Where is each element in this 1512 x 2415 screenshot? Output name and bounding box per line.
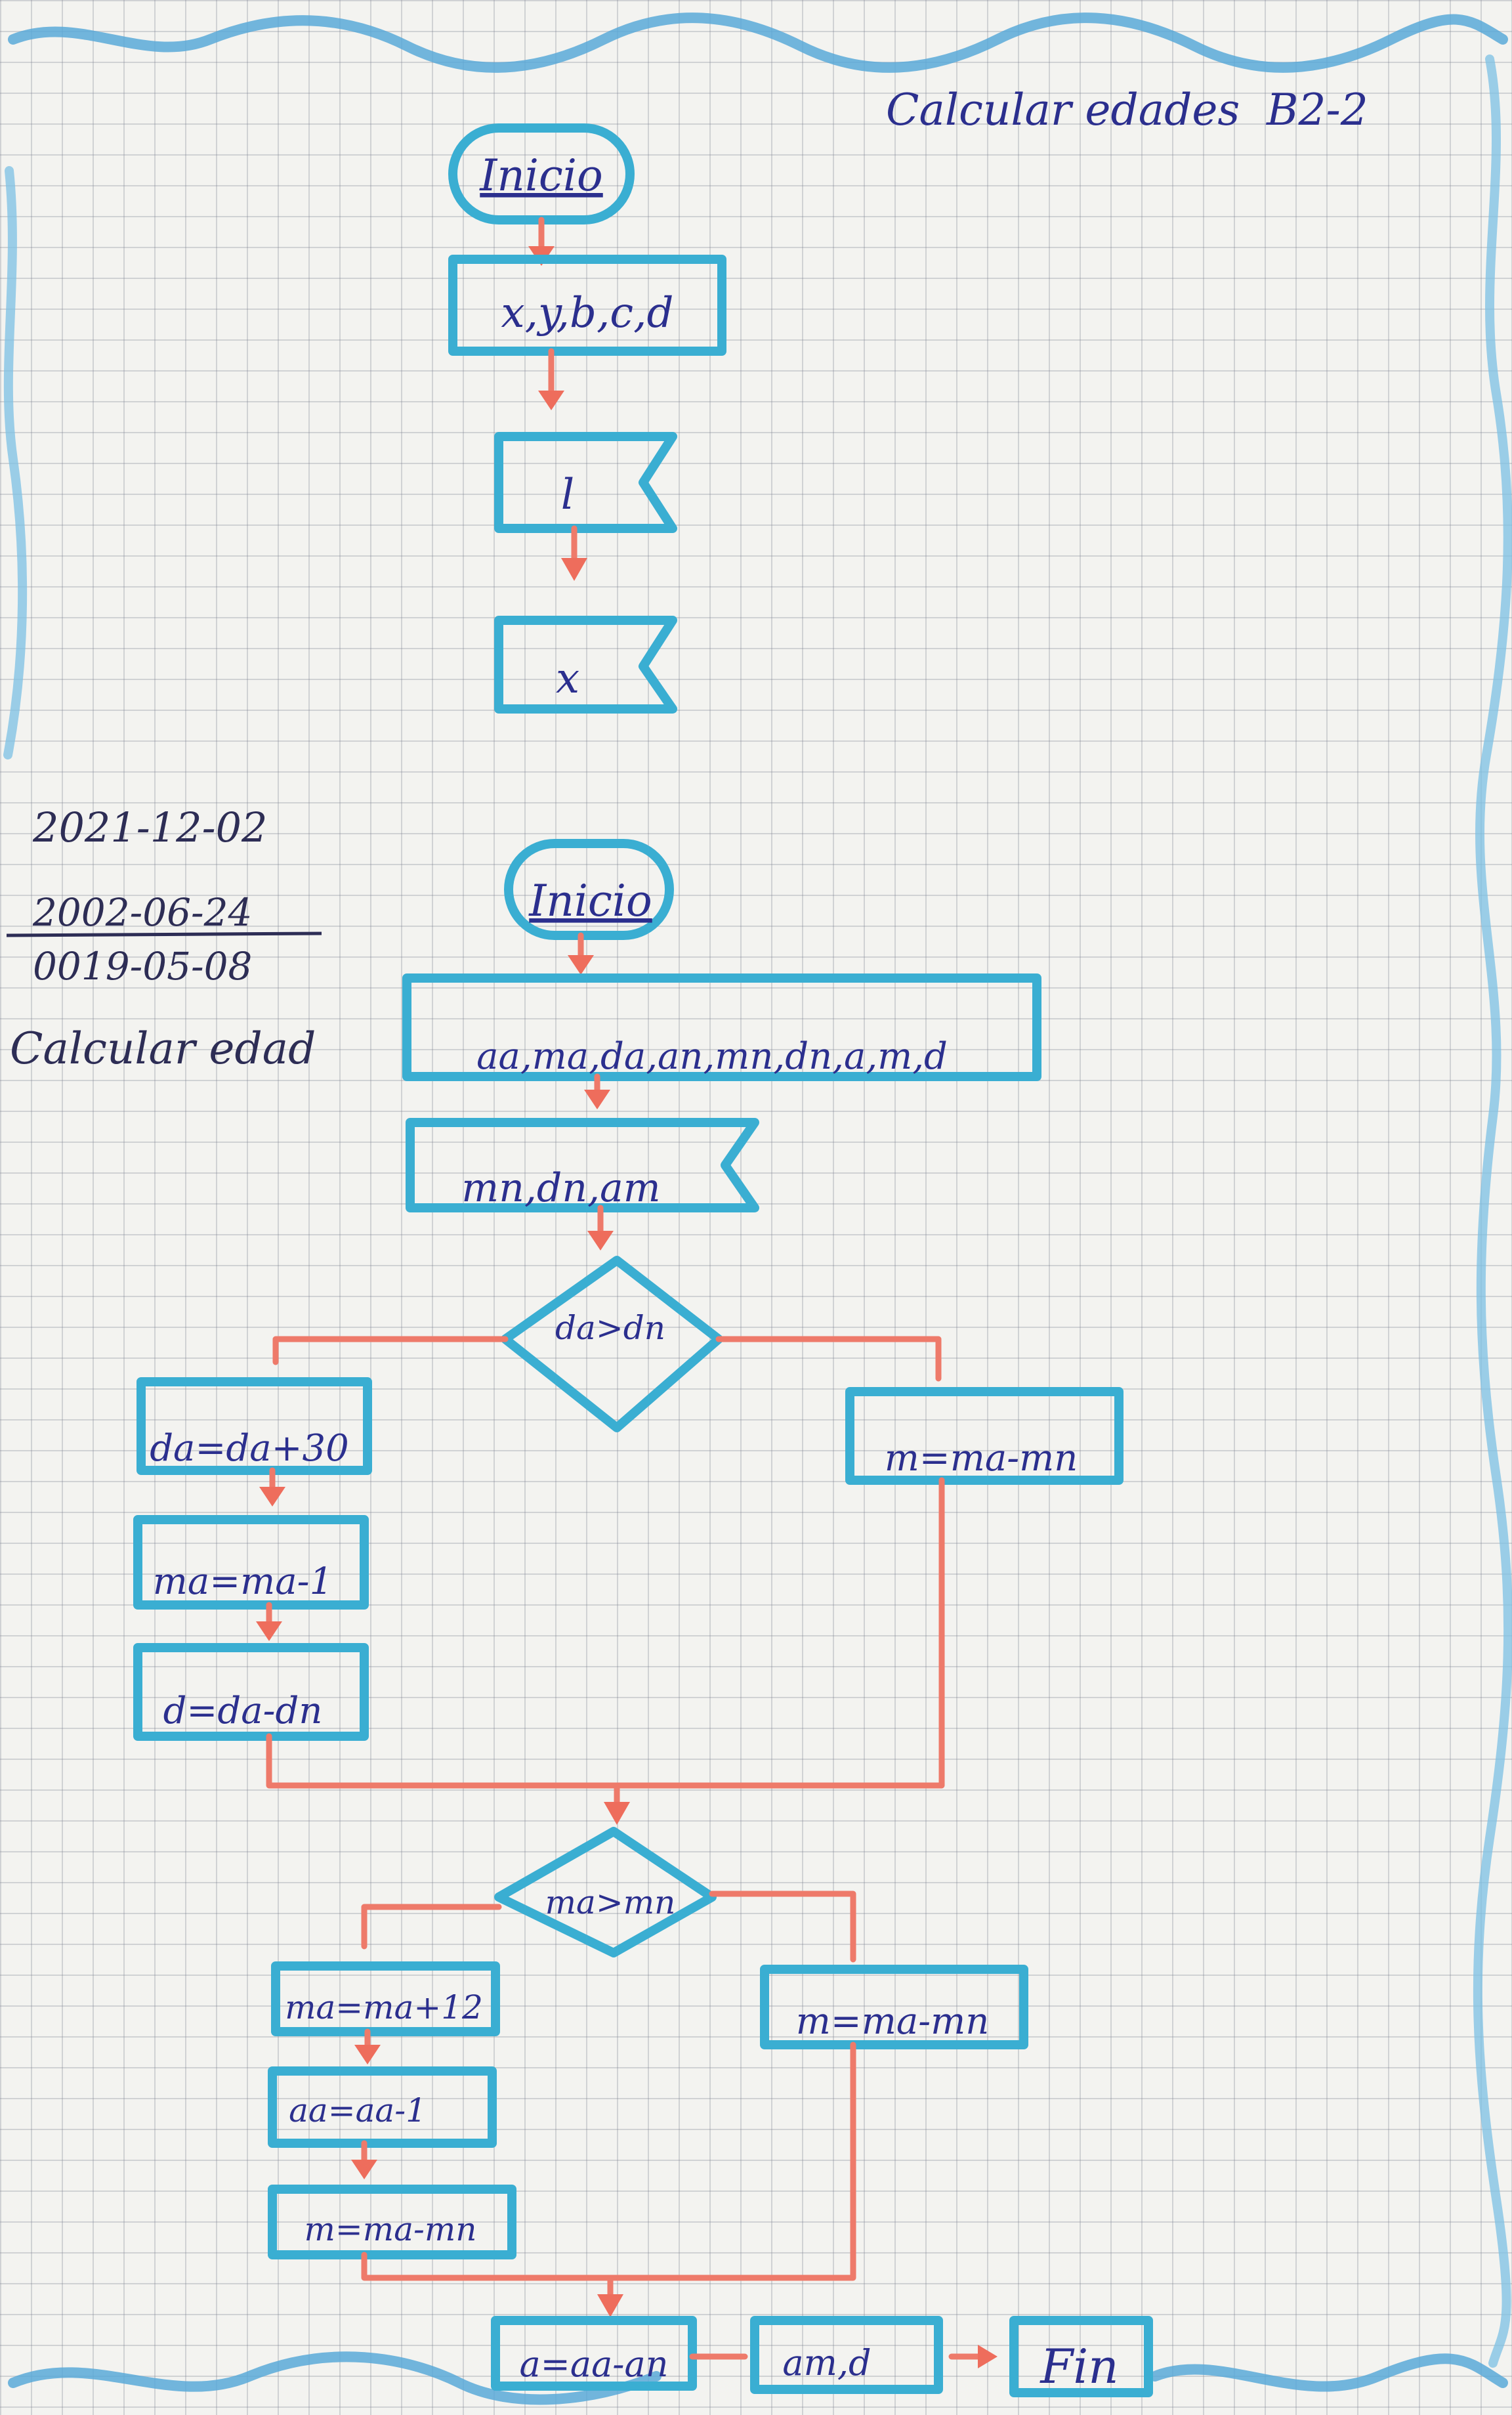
diagram-one: Inicio x,y,b,c,d l x (448, 123, 726, 714)
decision-label-2: ma>mn (545, 1883, 676, 1921)
right-label-1: m=ma-mn (885, 1437, 1078, 1480)
date-current: 2021-12-02 (32, 803, 267, 851)
right-box-2 (760, 1965, 1028, 2049)
input-label: mn,dn,am (461, 1165, 660, 1211)
decision-diamond-1 (501, 1256, 723, 1432)
page-code: B2-2 (1266, 85, 1368, 135)
declare-box-2 (402, 973, 1041, 1081)
output-box (750, 2316, 943, 2394)
decorative-border (3, 12, 1512, 2405)
calc-box (491, 2316, 697, 2391)
end-terminal (1009, 2316, 1153, 2397)
side-notes: 2021-12-02 2002-06-24 0019-05-08 Calcula… (6, 803, 322, 1074)
left-label-1b: ma=ma-1 (153, 1560, 333, 1603)
decision-label-1: da>dn (555, 1309, 665, 1347)
declare-label-1: x,y,b,c,d (501, 289, 674, 337)
print-label-1: l (561, 471, 574, 519)
diagram-two: Inicio aa,ma,da,an,mn,dn,a,m,d mn,dn,am … (133, 839, 1153, 2397)
start-label-1: Inicio (479, 150, 603, 201)
right-label-2: m=ma-mn (796, 2000, 990, 2043)
output-label: am,d (782, 2342, 871, 2383)
declare-box-1 (448, 255, 726, 356)
date-result: 0019-05-08 (33, 944, 252, 989)
print-label-2: x (556, 654, 579, 703)
page-title: Calcular edades (886, 85, 1240, 135)
start-label-2: Inicio (528, 876, 652, 926)
left-box-1b (133, 1515, 369, 1610)
declare-label-2: aa,ma,da,an,mn,dn,a,m,d (476, 1035, 948, 1078)
print-box-1 (494, 432, 677, 533)
left-label-2b: aa=aa-1 (289, 2091, 427, 2129)
left-label-1a: da=da+30 (150, 1427, 349, 1470)
left-box-2b (268, 2066, 497, 2148)
left-box-1a (136, 1377, 372, 1475)
input-box (406, 1118, 759, 1212)
date-birth: 2002-06-24 (32, 890, 252, 935)
end-label: Fin (1039, 2339, 1118, 2394)
left-label-2a: ma=ma+12 (285, 1988, 483, 2026)
side-label: Calcular edad (10, 1023, 316, 1074)
right-box-1 (845, 1387, 1124, 1485)
subtraction-line (6, 931, 322, 937)
left-box-1c (133, 1643, 369, 1741)
left-label-2c: m=ma-mn (304, 2210, 476, 2248)
left-box-2c (268, 2185, 516, 2259)
start-terminal-2 (504, 839, 674, 940)
left-box-2a (271, 1961, 500, 2036)
print-box-2 (494, 616, 677, 714)
decision-diamond-2 (494, 1827, 717, 1957)
left-label-1c: d=da-dn (163, 1690, 323, 1732)
calc-label: a=aa-an (519, 2343, 668, 2385)
